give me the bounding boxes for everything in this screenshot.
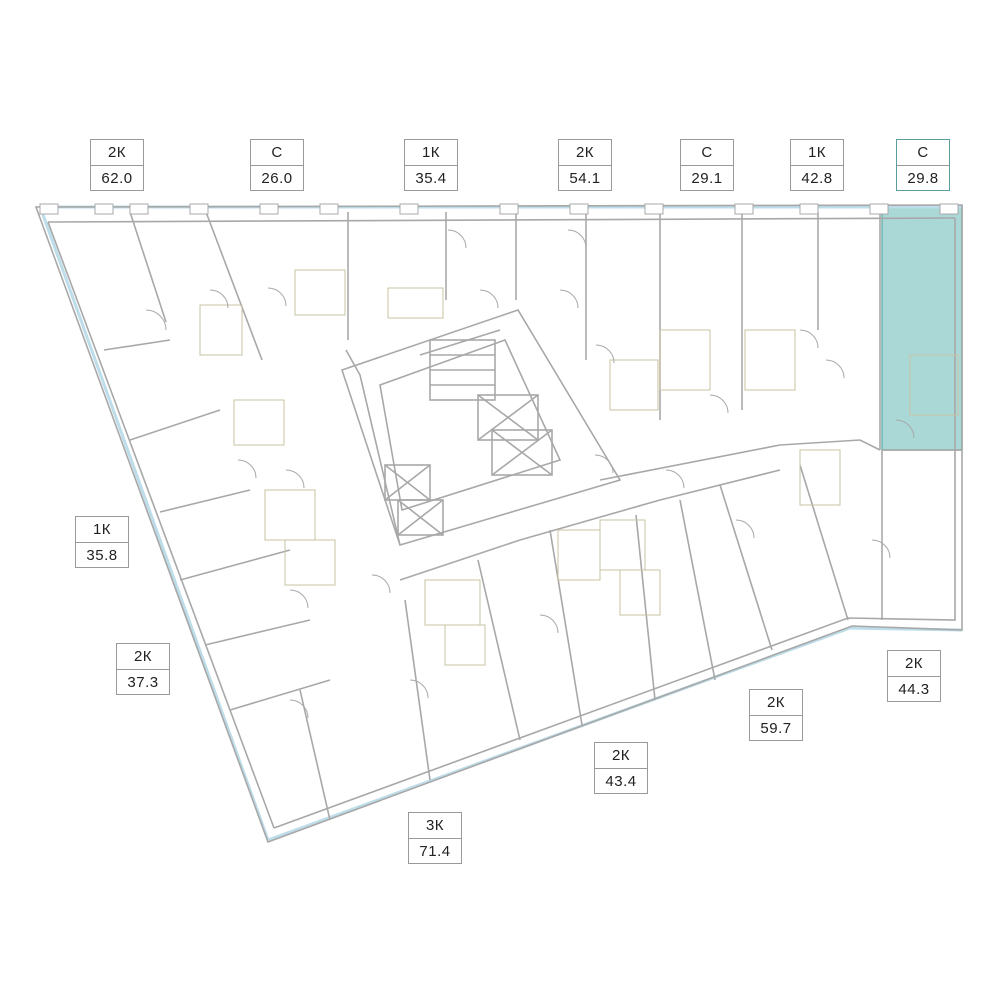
apartment-area: 29.8	[907, 170, 939, 187]
window-pier	[129, 203, 149, 215]
apartment-tag-2k-43-4[interactable]: 2К 43.4	[594, 742, 648, 794]
selected-apartment-area[interactable]	[881, 205, 963, 451]
apartment-tag-1k-35-4[interactable]: 1К 35.4	[404, 139, 458, 191]
apartment-area: 43.4	[605, 773, 637, 790]
apartment-type: 2К	[888, 651, 940, 677]
window-pier	[939, 203, 959, 215]
apartment-type: С	[251, 140, 303, 166]
building-walls	[34, 204, 963, 844]
window-pier	[799, 203, 819, 215]
window-pier	[734, 203, 754, 215]
apartment-type: 2К	[750, 690, 802, 716]
apartment-type: 1К	[405, 140, 457, 166]
apartment-tag-3k-71-4[interactable]: 3К 71.4	[408, 812, 462, 864]
apartment-type: С	[681, 140, 733, 166]
window-pier	[499, 203, 519, 215]
apartment-area: 35.4	[415, 170, 447, 187]
window-pier	[319, 203, 339, 215]
apartment-tag-2k-54-1[interactable]: 2К 54.1	[558, 139, 612, 191]
apartment-tag-1k-42-8[interactable]: 1К 42.8	[790, 139, 844, 191]
apartment-tag-1k-35-8[interactable]: 1К 35.8	[75, 516, 129, 568]
apartment-area: 59.7	[760, 720, 792, 737]
apartment-area: 29.1	[691, 170, 723, 187]
apartment-tag-2k-62[interactable]: 2К 62.0	[90, 139, 144, 191]
window-pier	[39, 203, 59, 215]
window-pier	[569, 203, 589, 215]
apartment-type: 2К	[595, 743, 647, 769]
apartment-area: 44.3	[898, 681, 930, 698]
apartment-tag-2k-37-3[interactable]: 2К 37.3	[116, 643, 170, 695]
apartment-tag-s-29-8[interactable]: С 29.8	[896, 139, 950, 191]
apartment-area: 35.8	[86, 547, 118, 564]
apartment-type: 3К	[409, 813, 461, 839]
window-pier	[259, 203, 279, 215]
window-pier	[644, 203, 664, 215]
apartment-area: 26.0	[261, 170, 293, 187]
door-swings	[145, 229, 915, 719]
apartment-area: 54.1	[569, 170, 601, 187]
window-pier	[189, 203, 209, 215]
apartment-type: 1К	[791, 140, 843, 166]
apartment-type: С	[897, 140, 949, 166]
apartment-tag-2k-44-3[interactable]: 2К 44.3	[887, 650, 941, 702]
apartment-type: 1К	[76, 517, 128, 543]
apartment-tag-2k-59-7[interactable]: 2К 59.7	[749, 689, 803, 741]
apartment-area: 71.4	[419, 843, 451, 860]
apartment-type: 2К	[91, 140, 143, 166]
apartment-tag-s-29-1[interactable]: С 29.1	[680, 139, 734, 191]
window-pier	[94, 203, 114, 215]
apartment-area: 42.8	[801, 170, 833, 187]
apartment-area: 37.3	[127, 674, 159, 691]
window-pier	[869, 203, 889, 215]
window-piers	[39, 203, 959, 215]
apartment-tag-s-26[interactable]: С 26.0	[250, 139, 304, 191]
apartment-type: 2К	[117, 644, 169, 670]
apartment-type: 2К	[559, 140, 611, 166]
bathroom-fixtures	[199, 269, 959, 666]
window-pier	[399, 203, 419, 215]
apartment-area: 62.0	[101, 170, 133, 187]
